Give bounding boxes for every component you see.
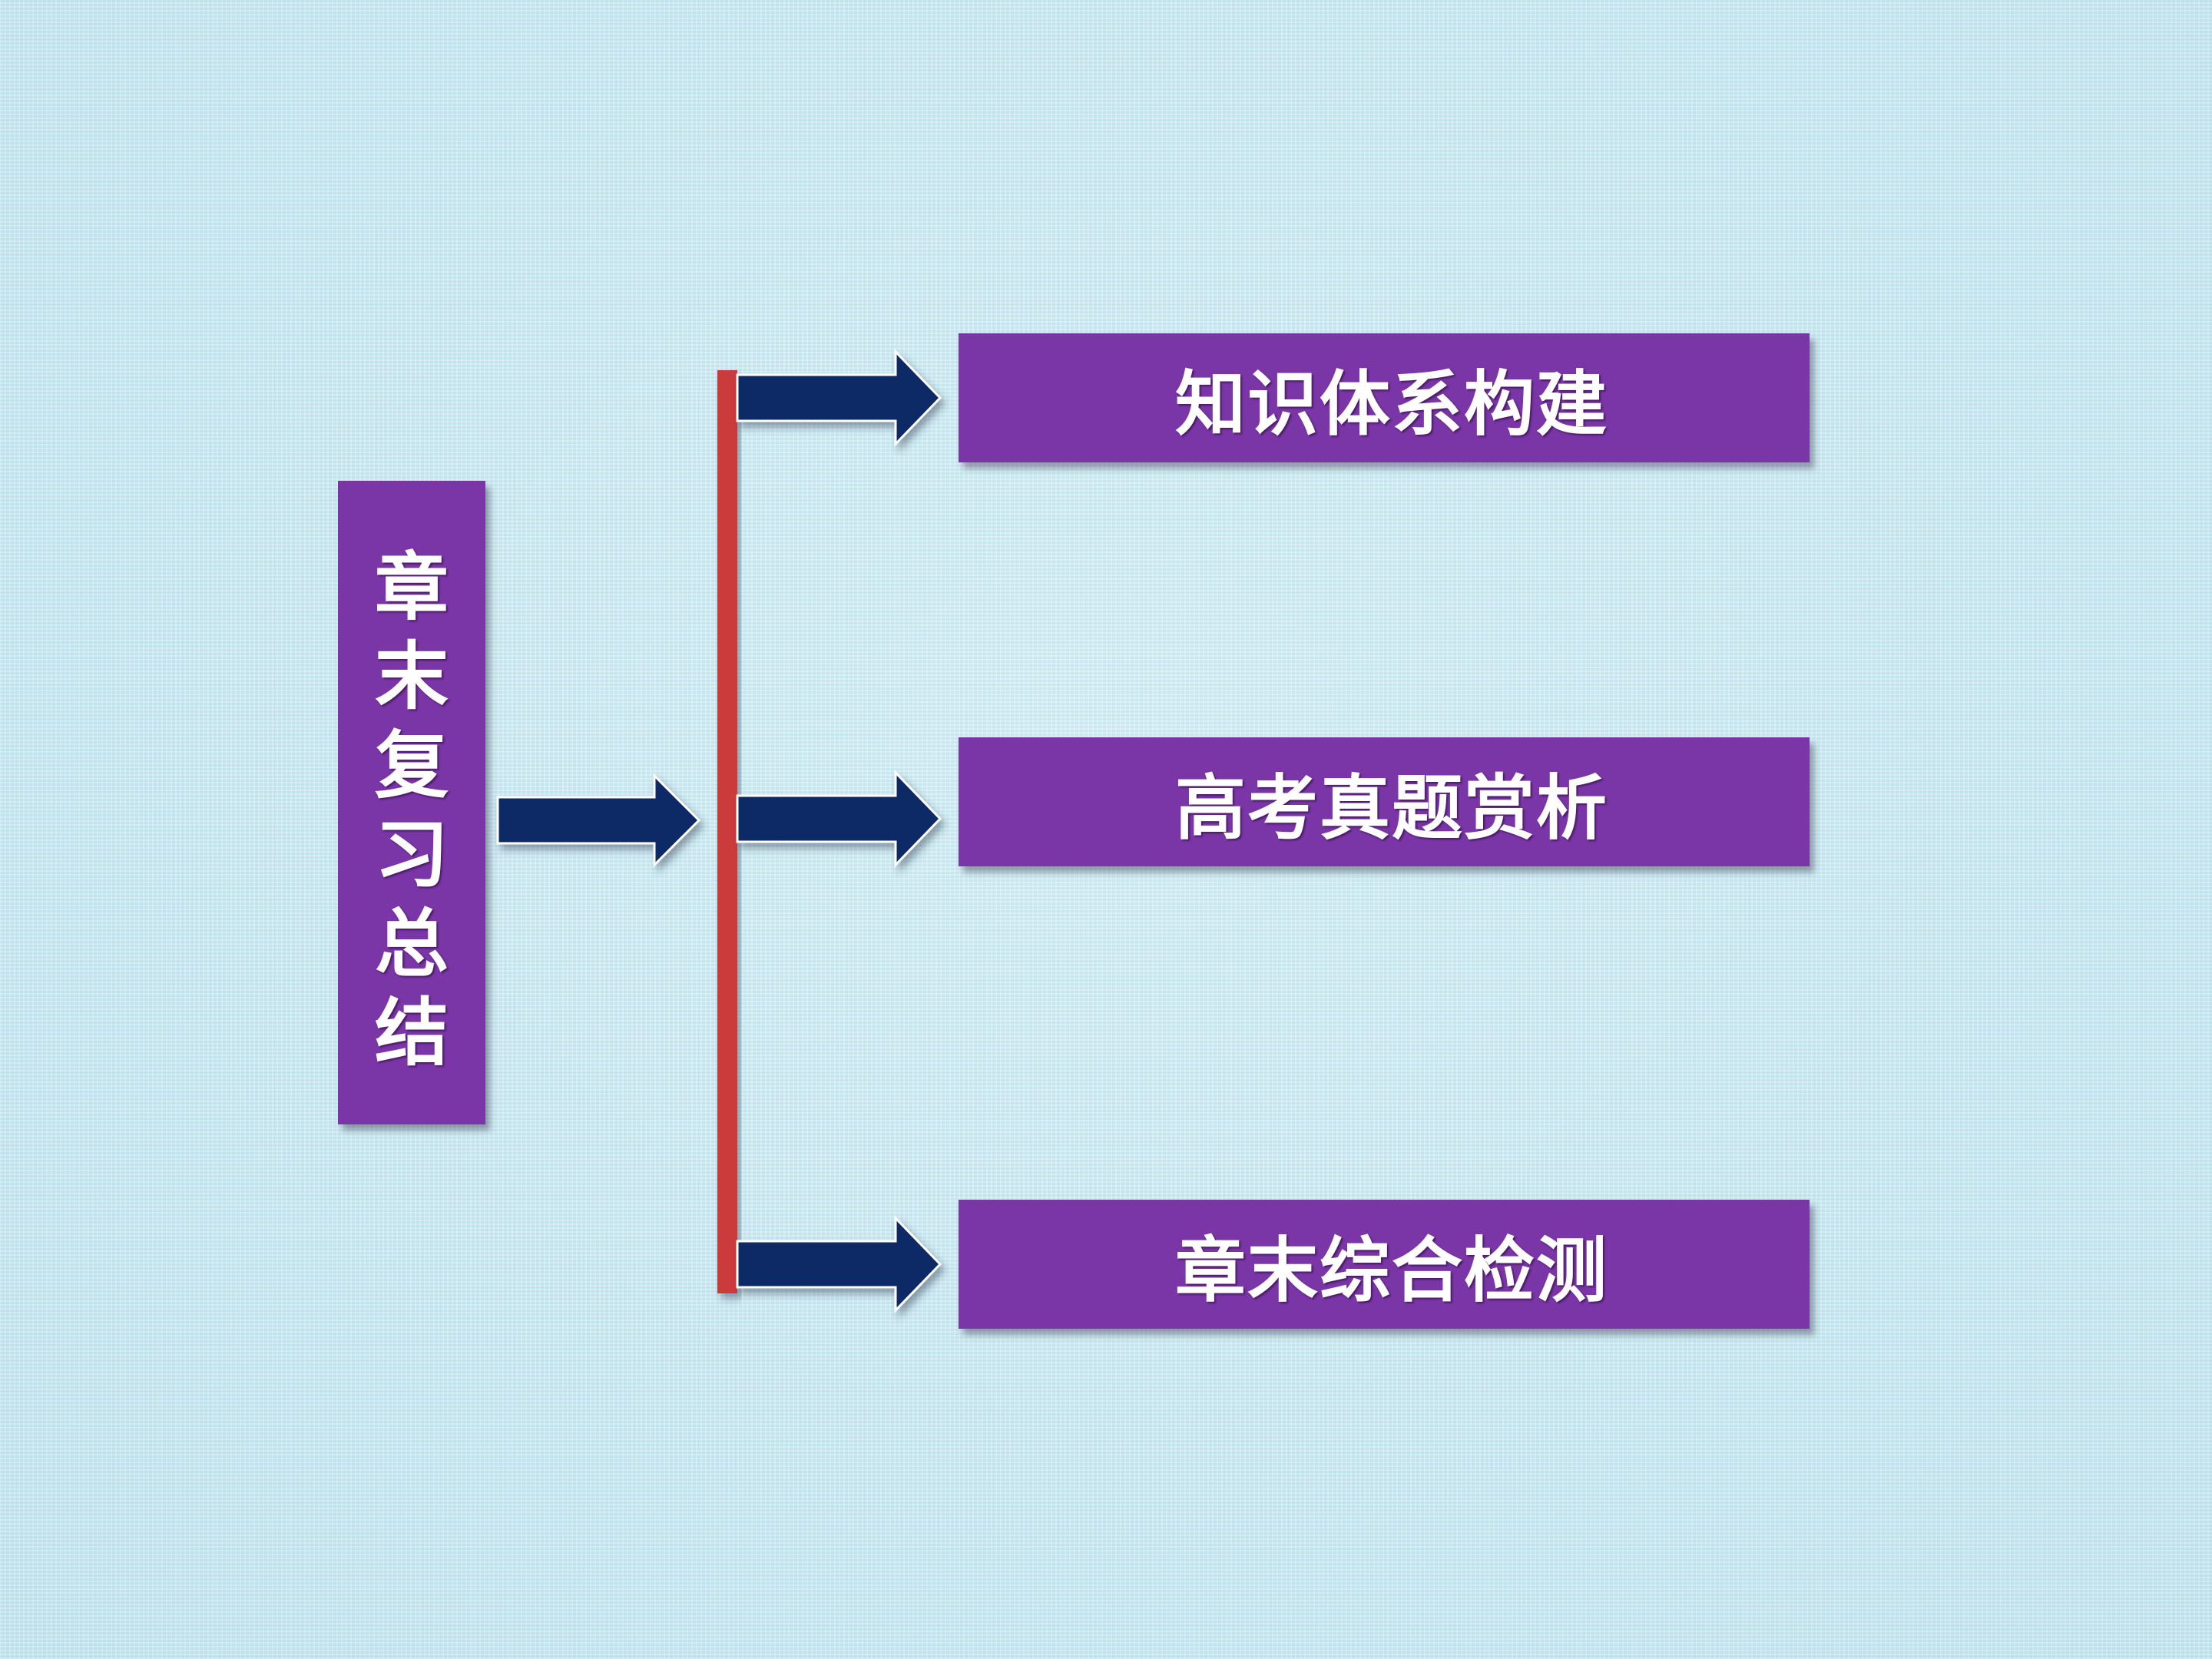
chapter-review-title-box: 章末复习总结: [338, 481, 485, 1124]
knowledge-system-label: 知识体系构建: [1174, 363, 1608, 445]
bracket-line: [717, 370, 737, 1293]
branch-arrow-icon: [736, 1215, 942, 1313]
exam-questions-label: 高考真题赏析: [1174, 767, 1608, 849]
main-arrow-icon: [496, 773, 701, 868]
chapter-review-title: 章末复习总结: [375, 545, 449, 1076]
exam-questions-button[interactable]: 高考真题赏析: [959, 737, 1810, 866]
chapter-test-button[interactable]: 章末综合检测: [959, 1200, 1810, 1329]
branch-arrow-icon: [736, 349, 942, 447]
knowledge-system-button[interactable]: 知识体系构建: [959, 333, 1810, 462]
branch-arrow-icon: [736, 770, 942, 868]
chapter-test-label: 章末综合检测: [1174, 1229, 1608, 1312]
